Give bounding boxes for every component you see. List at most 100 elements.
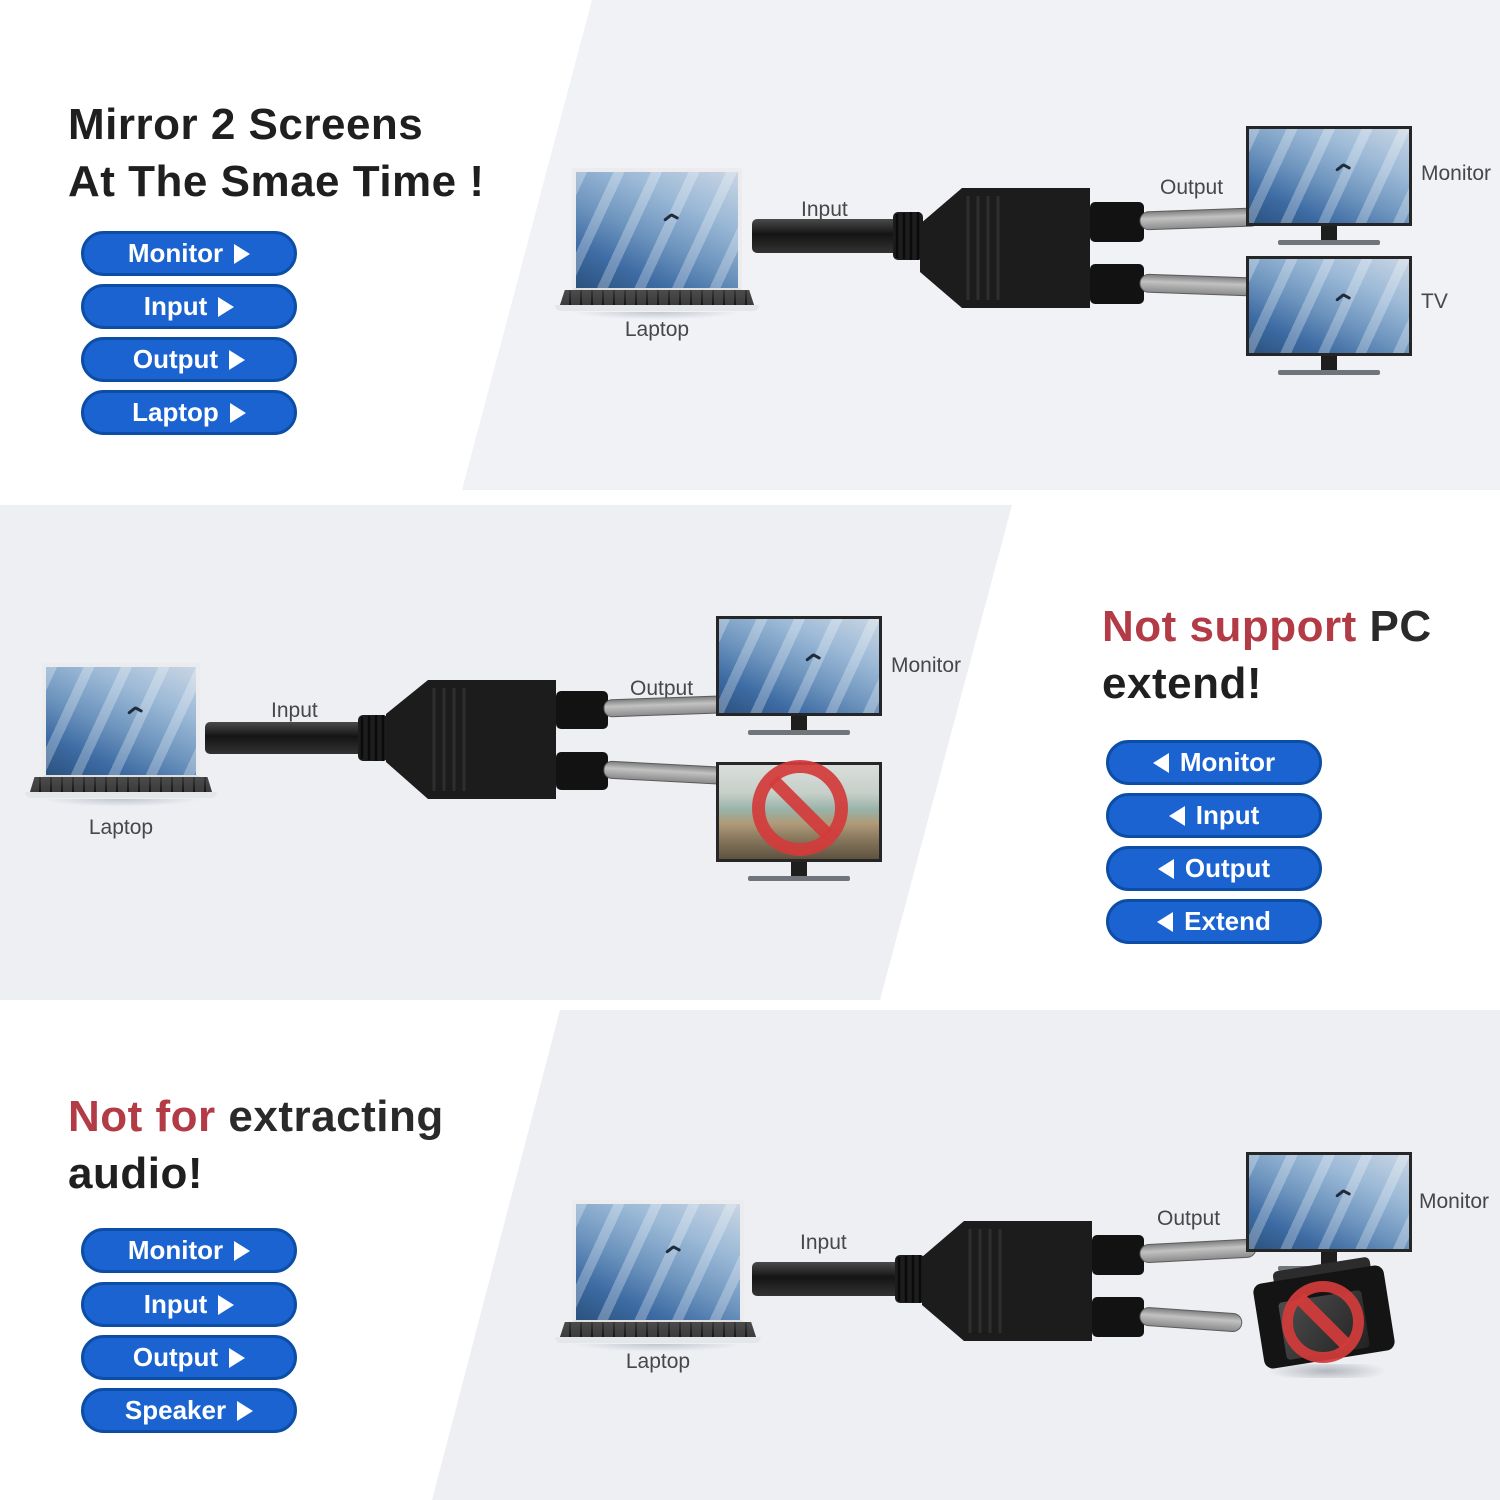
mirror-heading: Mirror 2 Screens At The Smae Time ! (68, 96, 485, 210)
tv-illustration (1246, 256, 1412, 375)
output-label: Output (1157, 1207, 1221, 1230)
audio-pill-output: Output (81, 1335, 297, 1380)
arrow-right-icon (234, 243, 251, 264)
mirror-pill-laptop-label: Laptop (132, 397, 219, 427)
audio-heading: Not for extracting audio! (68, 1088, 444, 1202)
mirror-pill-input-label: Input (143, 291, 208, 321)
bird-icon (1335, 161, 1351, 173)
mirror-pill-output-label: Output (132, 344, 219, 374)
monitor-label: Monitor (1421, 162, 1492, 185)
splitter-body (386, 680, 556, 799)
extend-pill-monitor: Monitor (1106, 740, 1322, 785)
output-plug-1 (1092, 1235, 1144, 1275)
arrow-right-icon (229, 349, 246, 370)
prohibited-speaker-illustration (1248, 1256, 1406, 1378)
bird-icon (1335, 291, 1351, 303)
prohibition-icon (752, 760, 848, 856)
cable-boot (893, 212, 923, 260)
bird-icon (805, 651, 821, 663)
input-label: Input (271, 699, 318, 722)
extend-pill-output-label: Output (1184, 853, 1271, 883)
arrow-right-icon (218, 296, 235, 317)
output-label: Output (630, 677, 694, 700)
audio-pill-speaker: Speaker (81, 1388, 297, 1433)
monitor-screen-image (1249, 129, 1409, 223)
bird-icon (663, 211, 679, 223)
laptop-screen-image (46, 667, 196, 775)
output-cable-1 (1139, 207, 1261, 231)
extend-heading-red: Not support (1102, 602, 1357, 651)
mirror-pill-input: Input (81, 284, 297, 329)
extend-heading-rest: PC (1369, 602, 1432, 651)
extend-heading-line2: extend! (1102, 659, 1262, 708)
hdmi-splitter-illustration (752, 188, 1261, 308)
cable-boot (358, 715, 388, 761)
extend-pill-output: Output (1106, 846, 1322, 891)
monitor-screen-image (719, 619, 879, 713)
laptop-label: Laptop (625, 1350, 691, 1373)
arrow-right-icon (234, 1240, 251, 1261)
output-plug-2 (556, 752, 608, 790)
laptop-keyboard (30, 777, 212, 792)
monitor-label: Monitor (1419, 1190, 1490, 1213)
laptop-label: Laptop (624, 318, 690, 341)
mirror-heading-line2: At The Smae Time ! (68, 157, 485, 206)
output-plug-1 (1090, 202, 1144, 242)
arrow-right-icon (229, 402, 246, 423)
bird-icon (1335, 1187, 1351, 1199)
output-label: Output (1160, 176, 1224, 199)
prohibition-icon (1282, 1281, 1364, 1363)
laptop-illustration (545, 1200, 771, 1354)
hdmi-splitter-illustration (205, 680, 725, 799)
audio-pill-monitor: Monitor (81, 1228, 297, 1273)
audio-pill-input: Input (81, 1282, 297, 1327)
mirror-pill-output: Output (81, 337, 297, 382)
audio-pill-monitor-label: Monitor (127, 1235, 224, 1265)
output-cable-2 (603, 760, 725, 785)
audio-pill-output-label: Output (132, 1342, 219, 1372)
arrow-left-icon (1157, 858, 1174, 879)
monitor-illustration (716, 616, 882, 735)
bird-icon (127, 704, 143, 716)
cable-boot (895, 1255, 925, 1303)
monitor-screen-image (1249, 1155, 1409, 1249)
input-cable (205, 722, 370, 754)
output-plug-1 (556, 691, 608, 729)
arrow-right-icon (229, 1347, 246, 1368)
arrow-left-icon (1152, 752, 1169, 773)
arrow-left-icon (1168, 805, 1185, 826)
input-cable (752, 1262, 912, 1296)
mirror-heading-line1: Mirror 2 Screens (68, 100, 424, 149)
output-cable-1 (1139, 1238, 1257, 1264)
output-cable-2 (1139, 1307, 1243, 1332)
output-plug-2 (1092, 1297, 1144, 1337)
extend-heading: Not support PC extend! (1102, 598, 1432, 712)
input-cable (752, 219, 912, 253)
output-cable-2 (1139, 273, 1261, 297)
input-label: Input (800, 1231, 847, 1254)
laptop-screen-image (576, 1204, 740, 1320)
monitor-illustration (1246, 126, 1412, 245)
audio-heading-rest: extracting (228, 1092, 444, 1141)
audio-pill-input-label: Input (143, 1289, 208, 1319)
laptop-illustration (545, 168, 769, 322)
output-cable-1 (603, 695, 725, 718)
laptop-keyboard (560, 290, 754, 305)
output-plug-2 (1090, 264, 1144, 304)
audio-pill-speaker-label: Speaker (124, 1395, 227, 1425)
laptop-keyboard (560, 1322, 756, 1337)
mirror-pill-monitor: Monitor (81, 231, 297, 276)
laptop-screen-image (576, 172, 738, 288)
splitter-body (920, 188, 1090, 308)
tv-label: TV (1421, 290, 1448, 313)
extend-pill-monitor-label: Monitor (1179, 747, 1276, 777)
monitor-illustration (1246, 1152, 1412, 1271)
extend-pill-extend: Extend (1106, 899, 1322, 944)
extend-pill-input: Input (1106, 793, 1322, 838)
monitor-label: Monitor (891, 654, 962, 677)
mirror-pill-laptop: Laptop (81, 390, 297, 435)
audio-heading-line2: audio! (68, 1149, 203, 1198)
arrow-left-icon (1157, 911, 1174, 932)
arrow-right-icon (218, 1294, 235, 1315)
